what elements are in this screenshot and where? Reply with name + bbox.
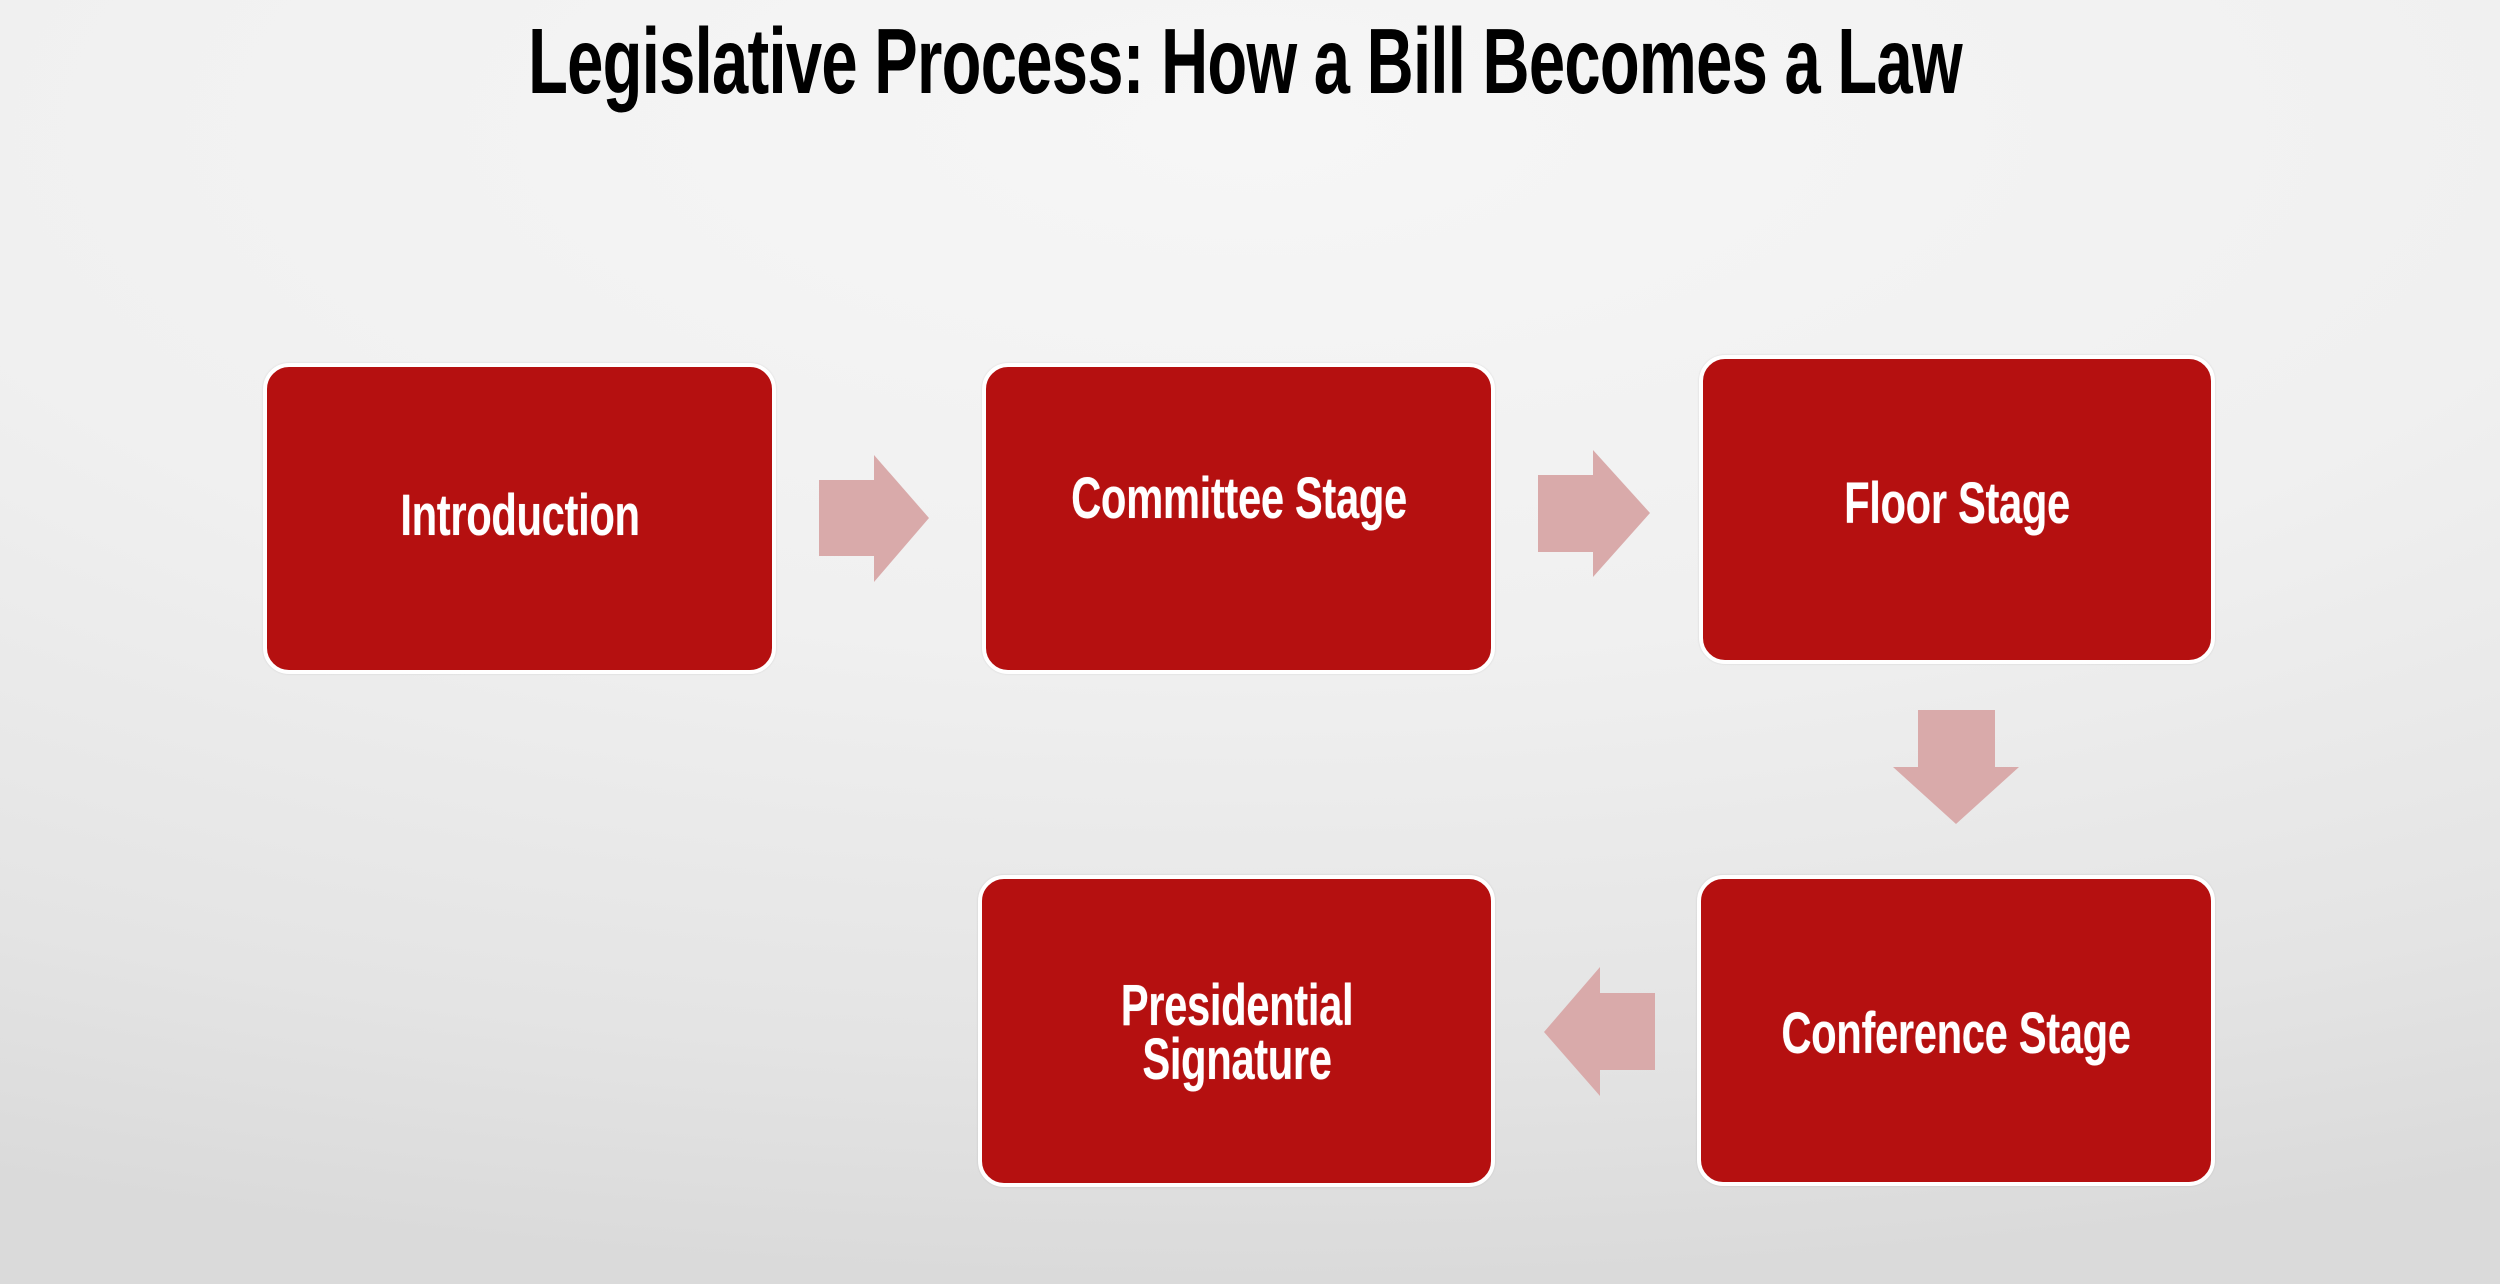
- step-introduction-label: Introduction: [399, 483, 640, 548]
- slide-title: Legislative Process: How a Bill Becomes …: [0, 6, 2500, 116]
- step-committee-stage: Committee Stage: [982, 363, 1495, 674]
- step-presidential-signature-label-line1: Presidential: [1120, 973, 1353, 1038]
- step-presidential-signature: Presidential Signature: [978, 875, 1495, 1187]
- step-floor-stage: Floor Stage: [1699, 355, 2215, 664]
- arrow-right-icon: [1538, 450, 1650, 577]
- step-introduction: Introduction: [263, 363, 776, 674]
- step-conference-stage: Conference Stage: [1697, 875, 2215, 1186]
- step-presidential-signature-label-line2: Signature: [1141, 1027, 1332, 1092]
- arrow-right-icon: [819, 455, 929, 582]
- step-conference-stage-label: Conference Stage: [1781, 1001, 2131, 1066]
- arrow-left-icon: [1544, 967, 1655, 1096]
- arrow-down-icon: [1893, 710, 2019, 824]
- step-committee-stage-label: Committee Stage: [1070, 466, 1407, 531]
- step-floor-stage-label: Floor Stage: [1844, 471, 2070, 536]
- slide-title-text: Legislative Process: How a Bill Becomes …: [528, 9, 1963, 113]
